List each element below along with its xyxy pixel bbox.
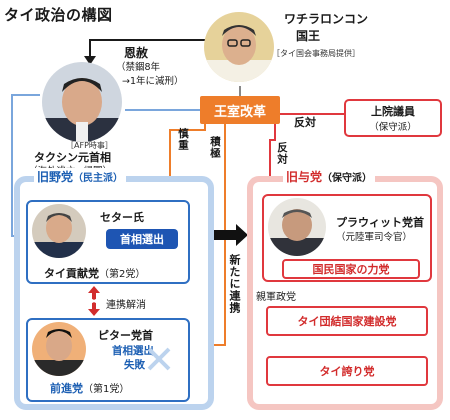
pheu-thai-rank: （第2党） <box>99 269 146 280</box>
cautious-line <box>169 124 206 200</box>
pardon-arrow-head <box>84 56 96 65</box>
srettha-party: タイ貢献党（第2党） <box>44 265 145 281</box>
king-photo <box>204 12 274 82</box>
cautious-label: 慎重 <box>177 128 189 151</box>
pardon-arrow-line <box>89 39 205 58</box>
party-box-palang-pracharath: 国民国家の力党 <box>282 259 420 279</box>
pita-photo <box>32 322 86 376</box>
thaksin-name: タクシン元首相 <box>34 151 111 164</box>
coalition-dissolved-label: 連携解消 <box>106 300 146 311</box>
government-head-sub: （保守派） <box>322 173 373 184</box>
pita-name: ピター党首 <box>98 329 153 342</box>
king-name-1: ワチラロンコン <box>284 12 369 26</box>
move-forward-rank: （第1党） <box>83 384 130 395</box>
upper-house-label: 上院議員 <box>371 105 415 118</box>
pardon-label: 恩赦 <box>124 46 149 60</box>
srettha-portrait-icon <box>32 204 86 258</box>
thaksin-credit: ［AFP時事］ <box>66 141 113 150</box>
royal-reform-box: 王室改革 <box>200 96 280 124</box>
pita-failed-line-2: 失敗 <box>124 359 145 371</box>
thaksin-portrait-icon <box>42 62 122 142</box>
chart-title: タイ政治の構図 <box>4 6 113 24</box>
government-head-title: 旧与党 <box>286 170 323 184</box>
active-label: 積極 <box>209 136 221 159</box>
prawit-sub: （元陸軍司令官） <box>336 232 413 243</box>
prawit-photo <box>268 198 326 256</box>
pita-party: 前進党（第1党） <box>50 380 129 396</box>
upper-house-box: 上院議員 （保守派） <box>344 99 442 137</box>
upper-house-sub: （保守派） <box>369 122 417 133</box>
against-gov-line <box>269 124 276 176</box>
move-forward-name: 前進党 <box>50 382 83 395</box>
government-head: 旧与党（保守派） <box>283 168 376 185</box>
srettha-pm-badge: 首相選出 <box>106 229 178 249</box>
prawit-portrait-icon <box>268 198 326 256</box>
military-parties-label: 親軍政党 <box>256 292 296 303</box>
opposition-head-title: 旧野党 <box>37 170 74 184</box>
pheu-thai-name: タイ貢献党 <box>44 267 99 280</box>
opposition-head-sub: （民主派） <box>73 173 124 184</box>
party-box-bhumjaithai: タイ誇り党 <box>266 356 428 386</box>
party-box-united-thai-nation: タイ団結国家建設党 <box>266 306 428 336</box>
opposition-head: 旧野党（民主派） <box>34 168 127 185</box>
king-credit: ［タイ国会事務局提供］ <box>272 49 360 58</box>
pardon-detail-1: （禁錮8年 <box>116 62 161 73</box>
failed-x-icon <box>147 347 171 371</box>
pita-portrait-icon <box>32 322 86 376</box>
new-coalition-label: 新たに連携 <box>228 254 241 314</box>
against-gov-label: 反対 <box>276 142 288 165</box>
thaksin-photo <box>42 62 122 142</box>
against-upper-label: 反対 <box>294 116 316 129</box>
prawit-name: プラウィット党首 <box>336 216 424 229</box>
srettha-photo <box>32 204 86 258</box>
pita-failed-line-1: 首相選出 <box>112 345 154 357</box>
coalition-double-arrow <box>196 224 248 246</box>
king-name-2: 国王 <box>296 29 321 43</box>
dissolved-arrow-icon <box>85 286 103 316</box>
srettha-name: セター氏 <box>100 211 144 224</box>
king-portrait-icon <box>204 12 274 82</box>
pardon-detail-2: →1年に減刑） <box>122 76 184 87</box>
